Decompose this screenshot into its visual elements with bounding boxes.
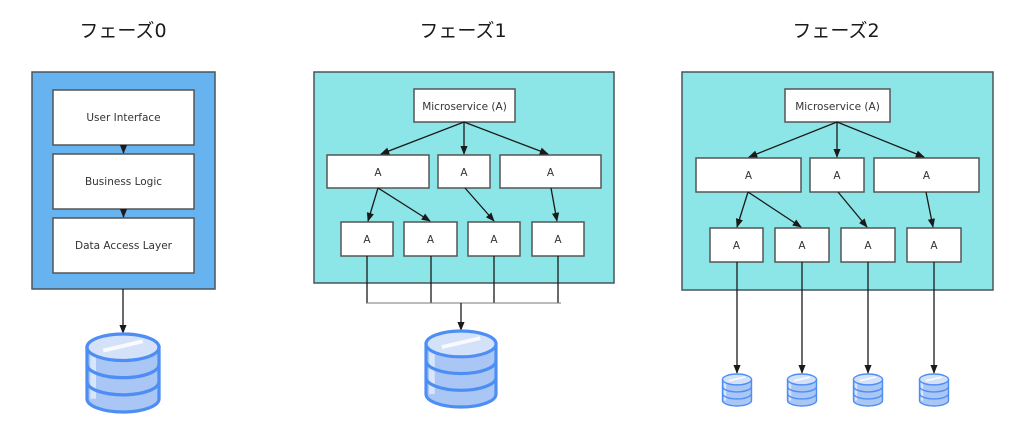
leaf-service [467,221,521,257]
phase-1: フェーズ1 Microservice (A) A A A A A A A [313,20,615,331]
database-icons [85,329,950,414]
middle-service [695,157,802,193]
edge [837,191,868,228]
root-service-label: Microservice (A) [422,101,507,113]
edge [366,187,379,222]
middle-service-label: A [460,167,468,179]
edge [464,187,495,222]
middle-service-label: A [547,167,555,179]
middle-service-label: A [745,170,753,182]
database-icon [424,329,498,409]
layer-business-logic-label: Business Logic [85,176,162,188]
leaf-service [840,227,896,263]
middle-service [809,157,865,193]
database-icon [85,332,161,414]
phase-1-title: フェーズ1 [419,20,506,42]
leaf-service-label: A [798,240,806,252]
middle-service [326,154,430,189]
leaf-service-label: A [490,234,498,246]
database-icon [721,373,753,407]
middle-service-label: A [923,170,931,182]
phase-2: フェーズ2 Microservice (A) A A A A A A A [681,20,994,374]
leaf-service-label: A [930,240,938,252]
edge [380,121,465,155]
root-service-label: Microservice (A) [795,101,880,113]
edge [747,191,802,228]
leaf-service [774,227,830,263]
layer-data-access-label: Data Access Layer [75,240,173,252]
database-icon [918,373,950,407]
edge [377,187,431,222]
edge [925,191,935,228]
database-icon [852,373,884,407]
edge [550,187,560,222]
layer-data-access [52,217,195,274]
layer-business-logic [52,153,195,210]
phase-2-title: フェーズ2 [792,20,879,42]
phase-0-title: フェーズ0 [79,20,166,42]
leaf-service [906,227,962,263]
layer-user-interface [52,89,195,146]
phase-0: フェーズ0 User Interface Business Logic Data… [31,20,216,334]
leaf-service [340,221,394,257]
leaf-service-label: A [864,240,872,252]
leaf-service-label: A [427,234,435,246]
leaf-service-label: A [733,240,741,252]
leaf-service-label: A [554,234,562,246]
middle-service-label: A [833,170,841,182]
database-icon [786,373,818,407]
edge [735,191,749,228]
middle-service [437,154,491,189]
edge [836,121,925,158]
middle-service [499,154,602,189]
middle-service [873,157,980,193]
edge [463,121,549,155]
middle-service-label: A [374,167,382,179]
root-service [784,88,891,123]
edge [748,121,838,158]
layer-user-interface-label: User Interface [86,112,160,124]
leaf-service-label: A [363,234,371,246]
leaf-service [531,221,585,257]
